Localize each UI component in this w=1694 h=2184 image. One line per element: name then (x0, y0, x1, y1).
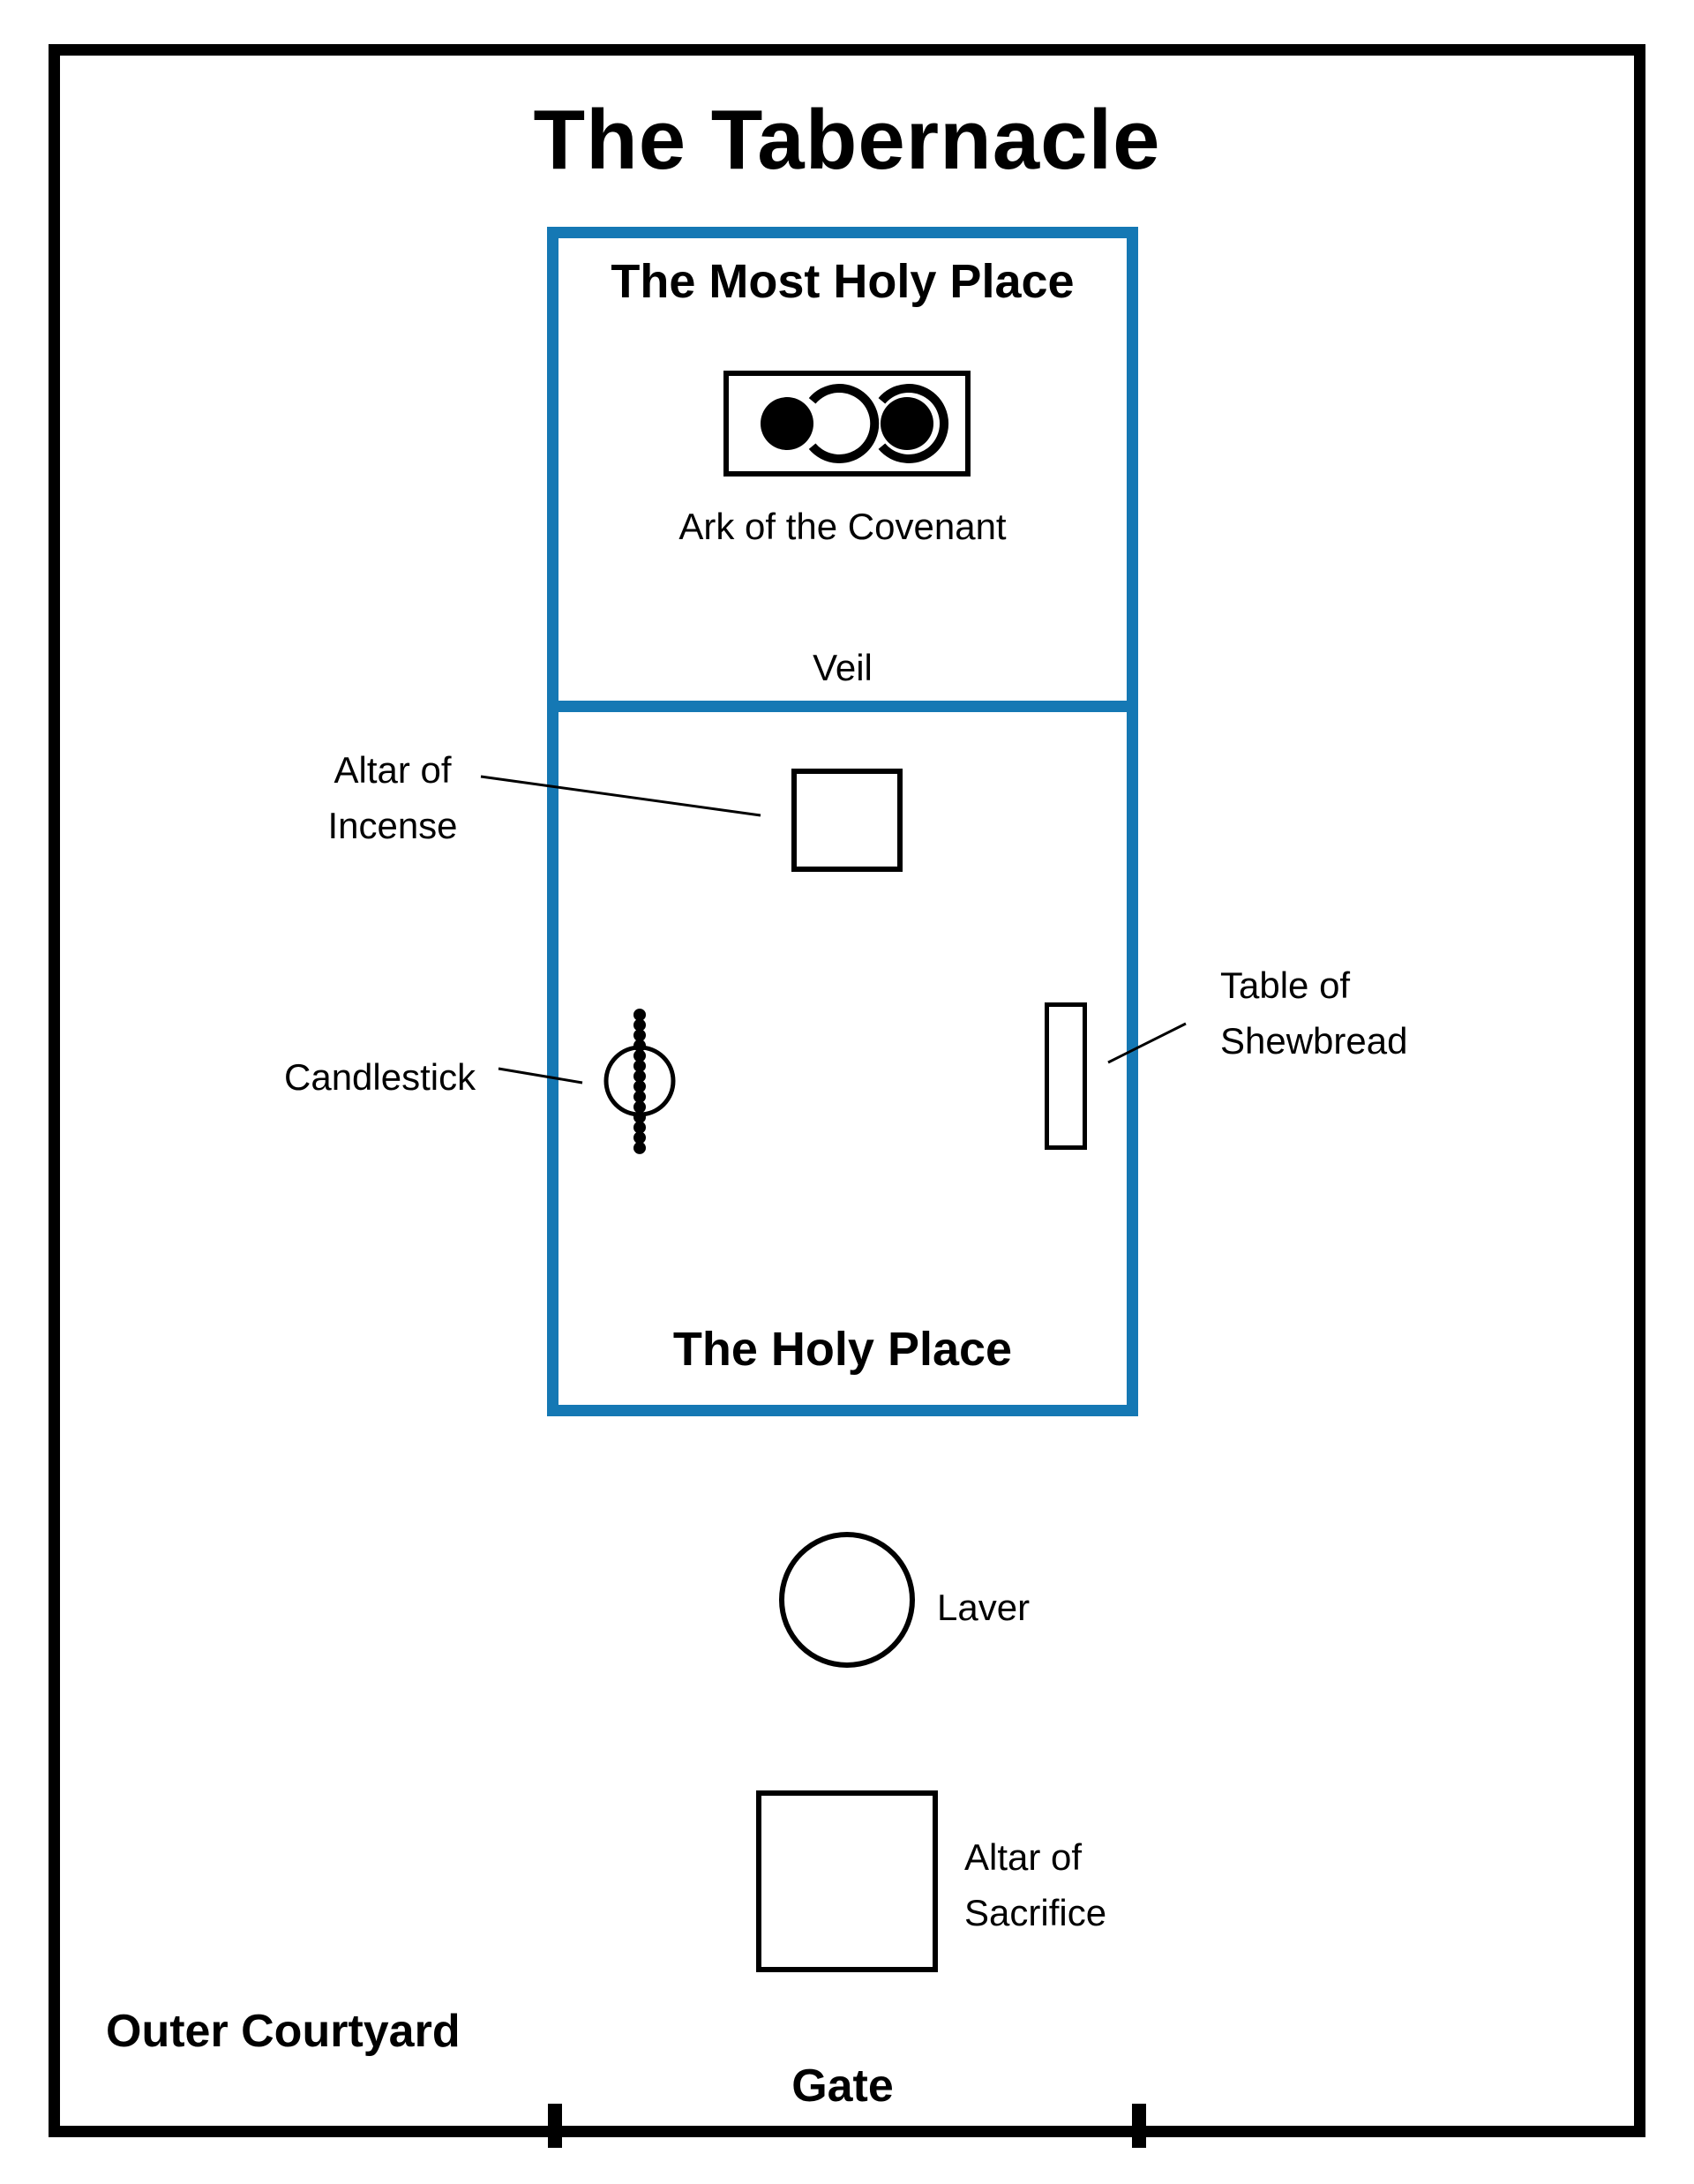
veil-divider-line (547, 701, 1138, 712)
altar-of-sacrifice-label: Altar of Sacrifice (964, 1829, 1106, 1940)
ark-of-covenant-label: Ark of the Covenant (678, 506, 1007, 547)
altar-of-incense-label-line1: Altar of (334, 749, 452, 791)
table-of-shewbread-label-line2: Shewbread (1220, 1020, 1408, 1062)
altar-of-sacrifice-label-line2: Sacrifice (964, 1892, 1107, 1933)
holy-place-label: The Holy Place (672, 1323, 1013, 1376)
gate-label: Gate (791, 2060, 894, 2112)
gate-tick-left (548, 2104, 562, 2148)
most-holy-place-label: The Most Holy Place (611, 255, 1075, 308)
ark-of-the-covenant-icon (723, 371, 971, 477)
tabernacle-outline (547, 227, 1138, 1416)
veil-label: Veil (813, 647, 873, 688)
cherub-left-icon (761, 384, 880, 463)
laver-label: Laver (937, 1587, 1031, 1628)
altar-of-incense-label-line2: Incense (327, 805, 458, 846)
cherub-right-icon (878, 384, 949, 463)
outer-courtyard-label: Outer Courtyard (106, 2006, 461, 2057)
altar-of-sacrifice-label-line1: Altar of (964, 1836, 1083, 1878)
altar-of-incense-label: Altar of Incense (304, 742, 481, 853)
altar-of-sacrifice-icon (756, 1790, 938, 1972)
courtyard-wall-border (49, 44, 1645, 2137)
candlestick-label: Candlestick (284, 1056, 476, 1098)
gate-tick-right (1132, 2104, 1146, 2148)
ark-box-outline (723, 371, 971, 477)
table-of-shewbread-label: Table of Shewbread (1220, 957, 1407, 1069)
altar-of-incense-icon (791, 769, 903, 872)
laver-icon (779, 1532, 915, 1668)
table-of-shewbread-icon (1045, 1002, 1087, 1150)
table-of-shewbread-label-line1: Table of (1220, 964, 1351, 1006)
page-title: The Tabernacle (533, 93, 1161, 187)
candlestick-icon (603, 1009, 676, 1155)
